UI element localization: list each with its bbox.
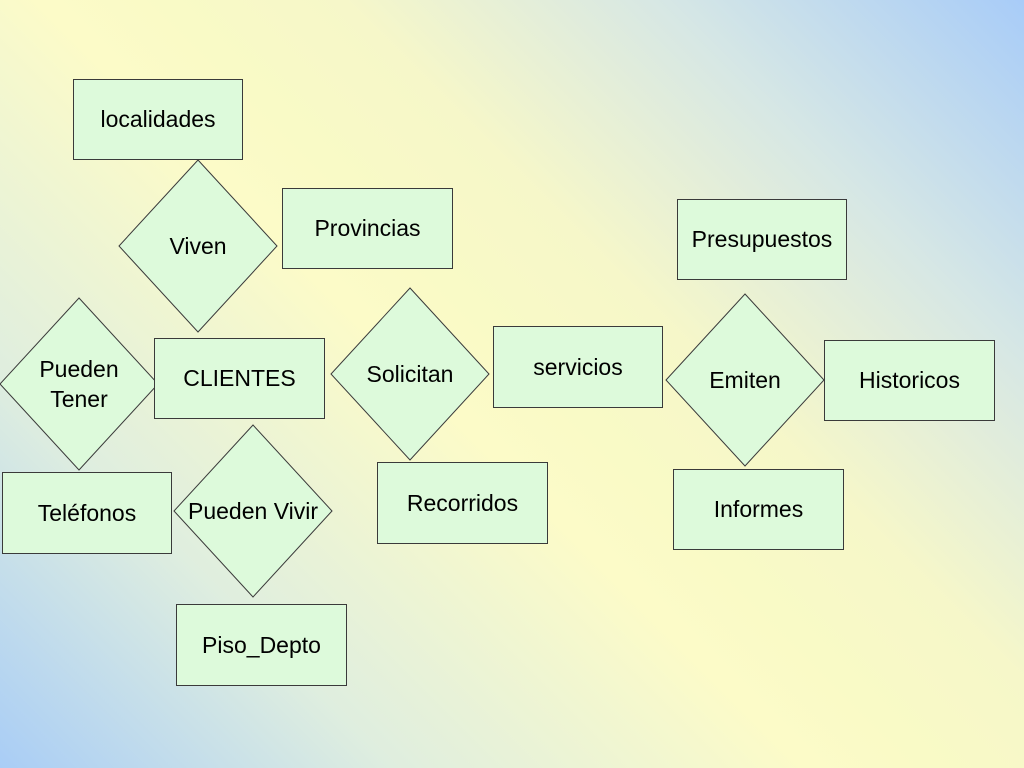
relation-label-pueden-vivir: Pueden Vivir (188, 498, 318, 524)
relation-label-pueden-tener: Pueden Tener (14, 354, 144, 414)
relation-diamond-pueden-vivir (173, 424, 333, 598)
entity-historicos: Historicos (824, 340, 995, 421)
entity-piso-depto: Piso_Depto (176, 604, 347, 686)
entity-clientes: CLIENTES (154, 338, 325, 419)
entity-localidades: localidades (73, 79, 243, 160)
entity-recorridos: Recorridos (377, 462, 548, 544)
relation-diamond-solicitan (330, 287, 490, 461)
relation-label-emiten: Emiten (709, 367, 781, 393)
relation-diamond-pueden-tener (0, 297, 159, 471)
entity-telefonos: Teléfonos (2, 472, 172, 554)
entity-servicios: servicios (493, 326, 663, 408)
relation-diamond-viven (118, 159, 278, 333)
relation-label-viven: Viven (169, 233, 227, 259)
entity-informes: Informes (673, 469, 844, 550)
relation-diamond-emiten (665, 293, 825, 467)
entity-presupuestos: Presupuestos (677, 199, 847, 280)
relation-label-pueden-tener-line1: Pueden (39, 356, 119, 382)
relation-label-solicitan: Solicitan (366, 361, 454, 387)
entity-provincias: Provincias (282, 188, 453, 269)
relation-label-pueden-tener-line2: Tener (50, 386, 108, 412)
